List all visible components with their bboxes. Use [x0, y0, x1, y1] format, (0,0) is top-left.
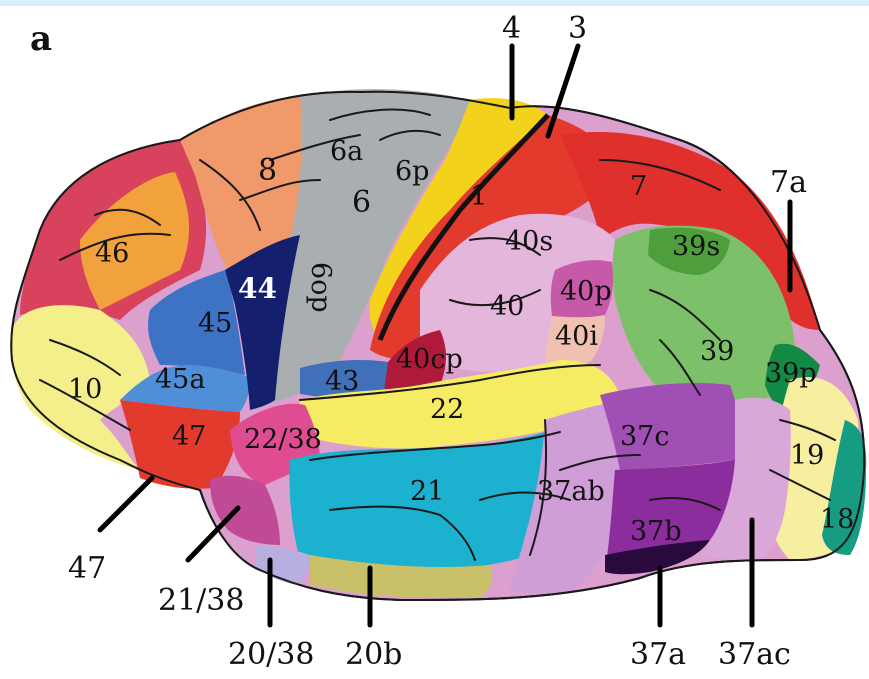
label-37b: 37b — [630, 516, 682, 547]
label-37c: 37c — [620, 421, 669, 452]
label-45: 45 — [198, 308, 232, 339]
pointer-47 — [100, 478, 152, 530]
label-7: 7 — [630, 171, 647, 202]
label-6a: 6a — [330, 136, 363, 167]
label-40s: 40s — [505, 226, 553, 257]
label-44: 44 — [238, 272, 277, 305]
label-37ab: 37ab — [537, 476, 605, 507]
label-22: 22 — [430, 394, 464, 425]
label-40p: 40p — [560, 276, 612, 307]
callout-20b: 20b — [345, 637, 402, 672]
label-8: 8 — [258, 153, 277, 188]
label-47: 47 — [172, 421, 206, 452]
label-39p: 39p — [765, 358, 817, 389]
callout-3: 3 — [568, 11, 587, 46]
label-22-38: 22/38 — [244, 424, 322, 455]
panel-label: a — [30, 19, 52, 59]
callout-37a: 37a — [630, 637, 686, 672]
label-10: 10 — [68, 374, 102, 405]
label-18: 18 — [820, 504, 854, 535]
label-40: 40 — [490, 291, 524, 322]
label-39: 39 — [700, 336, 734, 367]
callout-20-38: 20/38 — [228, 637, 314, 672]
callout-21-38: 21/38 — [158, 583, 244, 618]
callout-47: 47 — [68, 551, 106, 586]
label-45a: 45a — [155, 364, 205, 395]
label-6: 6 — [352, 185, 371, 220]
callout-4: 4 — [502, 11, 521, 46]
top-band — [0, 0, 869, 6]
label-19: 19 — [790, 440, 824, 471]
callout-37ac: 37ac — [718, 637, 791, 672]
label-40cp: 40cp — [396, 344, 463, 375]
label-6op: 6op — [305, 262, 336, 313]
label-46: 46 — [95, 238, 129, 269]
label-39s: 39s — [672, 231, 720, 262]
label-1: 1 — [470, 181, 487, 212]
label-43: 43 — [325, 366, 359, 397]
label-21: 21 — [410, 476, 444, 507]
callout-7a: 7a — [770, 165, 807, 200]
label-6p: 6p — [395, 156, 429, 187]
label-40i: 40i — [555, 321, 598, 352]
